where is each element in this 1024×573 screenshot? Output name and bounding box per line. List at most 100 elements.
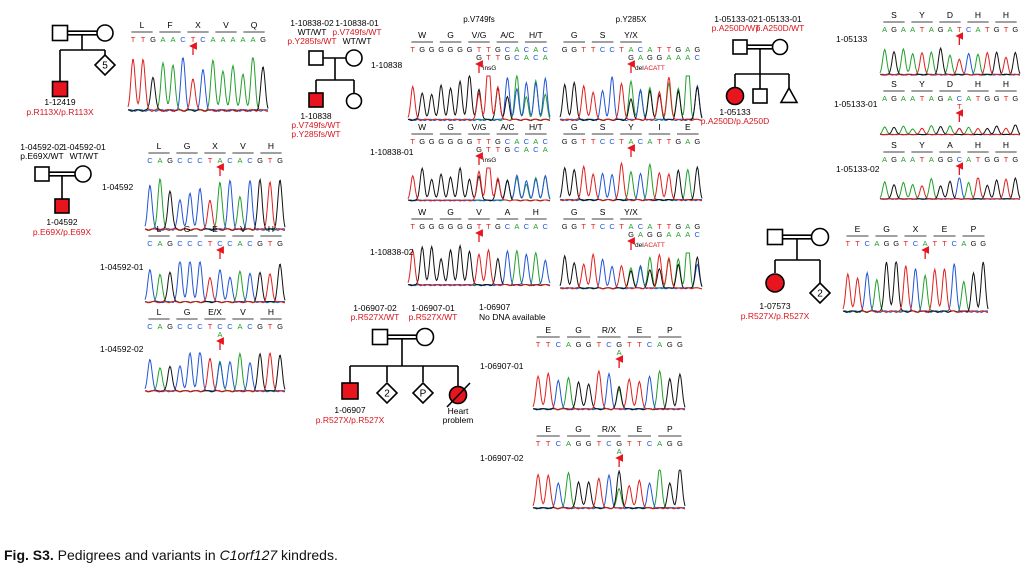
trace-channel-T [407, 75, 551, 122]
base-call: A [882, 155, 887, 164]
base-call: C [638, 222, 644, 231]
father-symbol [766, 228, 784, 246]
base-call: C [177, 239, 183, 248]
base-call: G [938, 155, 944, 164]
father-symbol [371, 328, 389, 346]
alt-base-call: T [496, 53, 501, 62]
amino-acid-label: S [891, 10, 897, 20]
trace-channel-T [879, 177, 1021, 200]
base-call: G [891, 94, 897, 103]
base-call: C [556, 439, 562, 448]
base-call: G [419, 45, 425, 54]
trace-channel-G [144, 177, 286, 231]
pedigree-layer: 51-12419p.R113X/p.R113X1-04592-02p.E69X/… [20, 14, 832, 425]
base-call: A [230, 35, 235, 44]
mother-symbol [74, 165, 92, 183]
amino-acid-label: E/X [208, 307, 222, 317]
alt-base-call: C [695, 230, 701, 239]
base-call: T [410, 137, 415, 146]
amino-acid-label: Y/X [624, 207, 638, 217]
affected-female-symbol [725, 86, 745, 106]
alt-base-call: A [543, 145, 548, 154]
base-call: G [260, 35, 266, 44]
amino-acid-label: A [505, 207, 511, 217]
amino-acid-label: X [212, 141, 218, 151]
base-call: T [581, 222, 586, 231]
member-genotype: p.V749fs/WT [332, 27, 381, 37]
base-call: G [938, 94, 944, 103]
amino-acid-label: V [240, 307, 246, 317]
base-call: T [637, 439, 642, 448]
base-call: C [247, 156, 253, 165]
base-call: C [524, 137, 530, 146]
amino-acid-label: H [533, 207, 539, 217]
member-id: 1-10838-01 [335, 18, 379, 28]
amino-acid-label: R/X [602, 424, 617, 434]
base-call: T [657, 45, 662, 54]
base-call: A [237, 156, 242, 165]
base-call: A [657, 340, 662, 349]
trace-channel-T [879, 51, 1021, 76]
base-call: C [247, 322, 253, 331]
alt-base-call: G [504, 145, 510, 154]
base-call: C [187, 322, 193, 331]
base-call: G [495, 222, 501, 231]
base-call: G [677, 340, 683, 349]
base-call: A [566, 340, 571, 349]
base-call: A [240, 35, 245, 44]
base-call: C [647, 340, 653, 349]
amino-acid-label: A [947, 140, 953, 150]
base-call: G [893, 239, 899, 248]
trace-channel-G [407, 166, 551, 202]
affected-male-symbol [308, 92, 324, 108]
sibling-diamond-label: 5 [102, 61, 108, 72]
base-call: T [657, 222, 662, 231]
base-call: C [638, 45, 644, 54]
base-call: A [901, 94, 906, 103]
base-call: T [627, 439, 632, 448]
base-call: G [571, 137, 577, 146]
alt-base-call: A [217, 330, 222, 339]
base-call: C [147, 322, 153, 331]
amino-acid-label: G [575, 325, 582, 335]
base-call: G [586, 439, 592, 448]
trace-channel-G [559, 254, 703, 290]
trace-sample-label: 1-10838-01 [370, 147, 414, 157]
base-call: G [938, 25, 944, 34]
trace-channel-T [407, 248, 551, 287]
amino-acid-label: G [447, 30, 454, 40]
base-call: A [647, 45, 652, 54]
base-call: A [910, 25, 915, 34]
amino-acid-label: S [600, 207, 606, 217]
trace-sample-label: 1-05133 [836, 34, 867, 44]
amino-acid-label: I [658, 122, 660, 132]
amino-acid-label: G [447, 122, 454, 132]
pedigree-1-05133: 1-05133-02p.A250D/WT1-05133-01p.A250D/WT… [701, 14, 805, 126]
base-call: G [891, 155, 897, 164]
amino-acid-label: H [1003, 10, 1009, 20]
amino-acid-label: G [184, 224, 191, 234]
mother-symbol [810, 227, 830, 247]
base-call: A [685, 222, 690, 231]
base-call: T [597, 439, 602, 448]
base-call: T [1004, 25, 1009, 34]
member-id: 1-04592-02 [20, 142, 64, 152]
amino-acid-label: W [418, 207, 426, 217]
base-call: T [920, 155, 925, 164]
base-call: G [884, 239, 890, 248]
member-genotype: p.Y285fs/WT [291, 129, 340, 139]
base-call: G [448, 137, 454, 146]
member-id: 1-05133 [719, 107, 750, 117]
base-call: T [920, 94, 925, 103]
amino-acid-label: G [571, 207, 578, 217]
sibling-diamond [808, 281, 832, 305]
amino-acid-label: E [942, 224, 948, 234]
base-call: G [576, 439, 582, 448]
base-call: G [277, 322, 283, 331]
base-call: G [495, 137, 501, 146]
